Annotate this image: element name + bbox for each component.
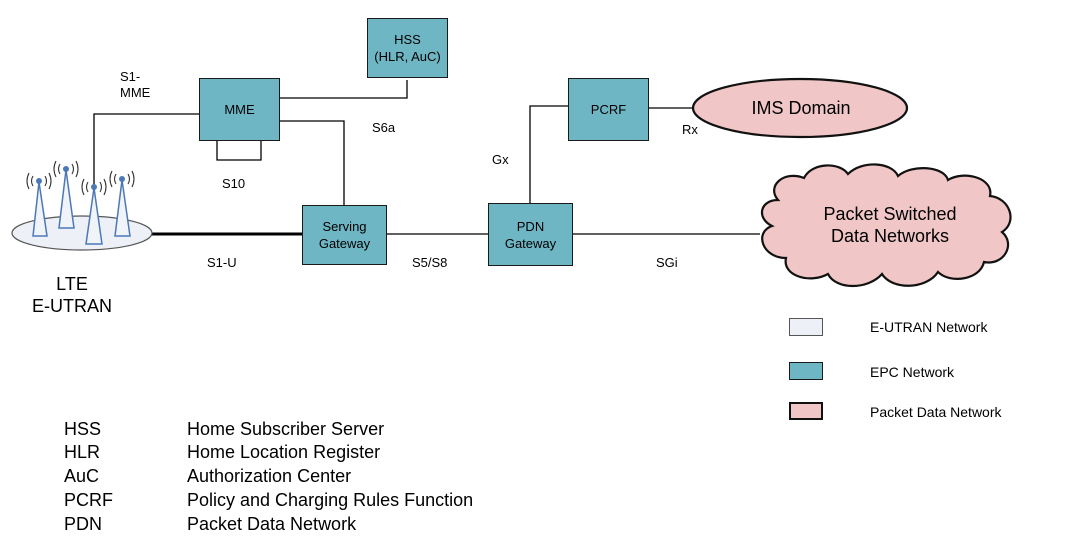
pcrf-node: PCRF — [568, 78, 649, 141]
cell-tower-icon — [26, 160, 135, 245]
s6a-label: S6a — [372, 120, 396, 135]
hss-node: HSS (HLR, AuC) — [367, 18, 448, 78]
line-mme-sgw — [279, 120, 345, 205]
abbr-term: HLR — [64, 442, 101, 462]
abbr-term: PDN — [64, 514, 103, 534]
abbr-term: HSS — [64, 419, 102, 439]
mme-node: MME — [199, 78, 280, 141]
ims-domain-label: IMS Domain — [751, 98, 851, 118]
legend-label-e-utran: E-UTRAN Network — [870, 319, 988, 335]
legend-swatch-packet-data — [789, 402, 823, 420]
tower-4 — [114, 179, 131, 237]
line-s10-loop — [216, 140, 262, 161]
tower-1 — [32, 181, 48, 237]
abbr-term: PCRF — [64, 490, 113, 510]
s10-label: S10 — [222, 176, 246, 191]
abbr-meaning: Policy and Charging Rules Function — [187, 490, 474, 510]
legend-swatch-epc — [789, 362, 823, 380]
s1-u-label: S1-U — [207, 255, 237, 270]
legend-label-packet-data: Packet Data Network — [870, 404, 1002, 420]
serving-gateway-node: Serving Gateway — [302, 205, 387, 265]
s5-s8-label: S5/S8 — [412, 255, 448, 270]
tower-3 — [85, 187, 103, 245]
s1-mme-label: S1- MME — [120, 69, 151, 100]
abbr-term: AuC — [64, 466, 100, 486]
line-s1-mme — [93, 113, 199, 188]
lte-e-utran-label: LTE E-UTRAN — [32, 274, 112, 316]
legend-swatch-e-utran — [789, 318, 823, 336]
rx-label: Rx — [682, 122, 698, 137]
abbr-meaning: Home Location Register — [187, 442, 381, 462]
legend-label-epc: EPC Network — [870, 364, 955, 380]
sgi-label: SGi — [656, 255, 678, 270]
line-mme-hss — [279, 80, 408, 99]
line-pgw-pcrf — [529, 105, 568, 203]
connector-lines — [93, 80, 760, 235]
abbr-meaning: Authorization Center — [187, 466, 352, 486]
gx-label: Gx — [492, 152, 509, 167]
psdn-label: Packet Switched Data Networks — [823, 204, 957, 246]
abbr-meaning: Home Subscriber Server — [187, 419, 385, 439]
abbr-meaning: Packet Data Network — [187, 514, 357, 534]
pdn-gateway-node: PDN Gateway — [488, 203, 573, 266]
ims-domain-shape — [691, 77, 909, 139]
psdn-cloud-shape — [761, 163, 1012, 287]
tower-2 — [58, 169, 75, 229]
